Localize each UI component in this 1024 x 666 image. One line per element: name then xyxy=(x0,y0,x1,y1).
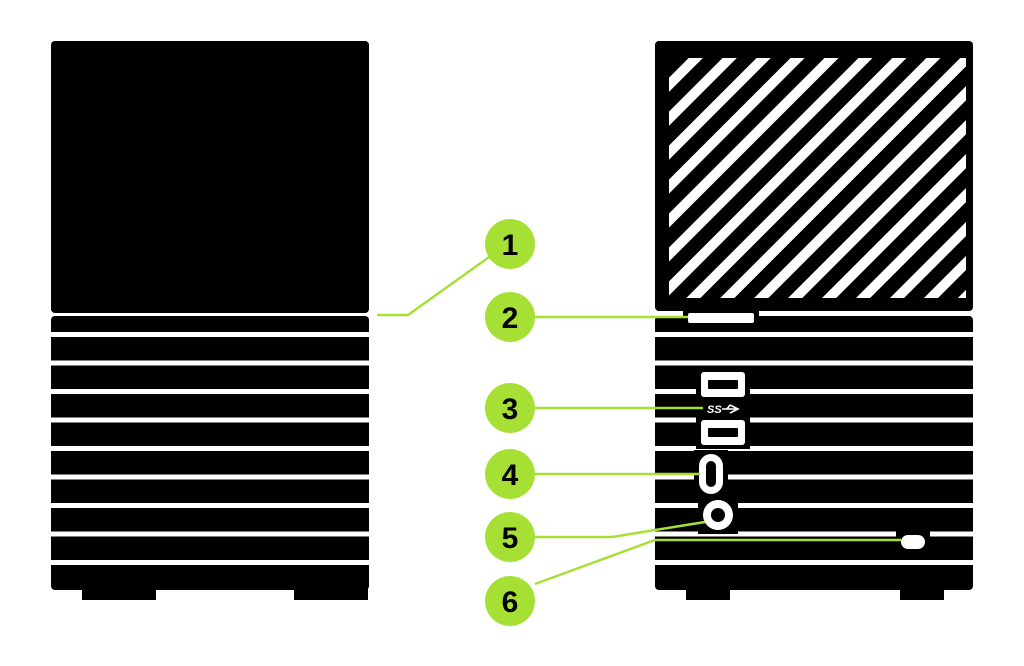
callout-circle xyxy=(485,383,535,433)
groove-line xyxy=(50,332,370,337)
power-port xyxy=(703,500,733,530)
front-view xyxy=(50,41,370,600)
groove-line xyxy=(50,389,370,394)
front-bottom-body xyxy=(50,316,370,590)
groove-line xyxy=(50,503,370,508)
usb-c-port xyxy=(699,454,723,494)
groove-line xyxy=(50,531,370,537)
callout-number: 2 xyxy=(502,302,519,335)
callout-6: 6 xyxy=(485,576,535,626)
groove-line xyxy=(50,560,370,565)
callout-1: 1 xyxy=(485,219,535,269)
body-fill xyxy=(51,316,369,590)
callout-4: 4 xyxy=(485,449,535,499)
security-slot xyxy=(901,535,925,549)
usb-a-port-lower xyxy=(701,420,745,445)
callout-number: 4 xyxy=(502,459,519,492)
back-top-stripes xyxy=(669,58,966,298)
leader-line-6 xyxy=(534,538,901,586)
top-slot xyxy=(688,313,754,323)
front-top-panel xyxy=(51,41,369,313)
callout-2: 2 xyxy=(485,292,535,342)
leader-line-1 xyxy=(377,253,493,317)
back-foot-left xyxy=(686,588,730,600)
callout-circle xyxy=(485,292,535,342)
groove-line xyxy=(654,474,974,480)
front-foot-right xyxy=(294,588,368,600)
callout-5: 5 xyxy=(485,512,535,562)
groove-line xyxy=(654,332,974,337)
callout-number: 5 xyxy=(502,522,519,555)
callout-number: 6 xyxy=(502,586,519,619)
callout-circle xyxy=(485,219,535,269)
callout-number: 3 xyxy=(502,393,519,426)
callout-number: 1 xyxy=(502,229,519,262)
groove-line xyxy=(654,389,974,394)
groove-line xyxy=(50,474,370,480)
svg-text:SS: SS xyxy=(707,404,722,416)
leader-line-5 xyxy=(535,520,706,539)
back-view: SS xyxy=(654,41,974,600)
groove-line xyxy=(50,446,370,451)
groove-line xyxy=(50,417,370,423)
usb-a-port-upper xyxy=(701,372,745,397)
groove-line xyxy=(654,531,974,537)
back-foot-right xyxy=(900,588,944,600)
callout-badges: 1 2 3 4 5 6 xyxy=(485,219,535,626)
front-foot-left xyxy=(82,588,156,600)
callout-3: 3 xyxy=(485,383,535,433)
groove-line xyxy=(654,360,974,366)
callout-circle xyxy=(485,512,535,562)
callout-circle xyxy=(485,449,535,499)
groove-line xyxy=(50,360,370,366)
groove-line xyxy=(654,503,974,508)
leader-lines xyxy=(377,253,901,586)
groove-line xyxy=(654,560,974,565)
groove-line xyxy=(654,446,974,451)
groove-line xyxy=(654,417,974,423)
callout-circle xyxy=(485,576,535,626)
usb-superspeed-icon: SS xyxy=(707,404,740,416)
